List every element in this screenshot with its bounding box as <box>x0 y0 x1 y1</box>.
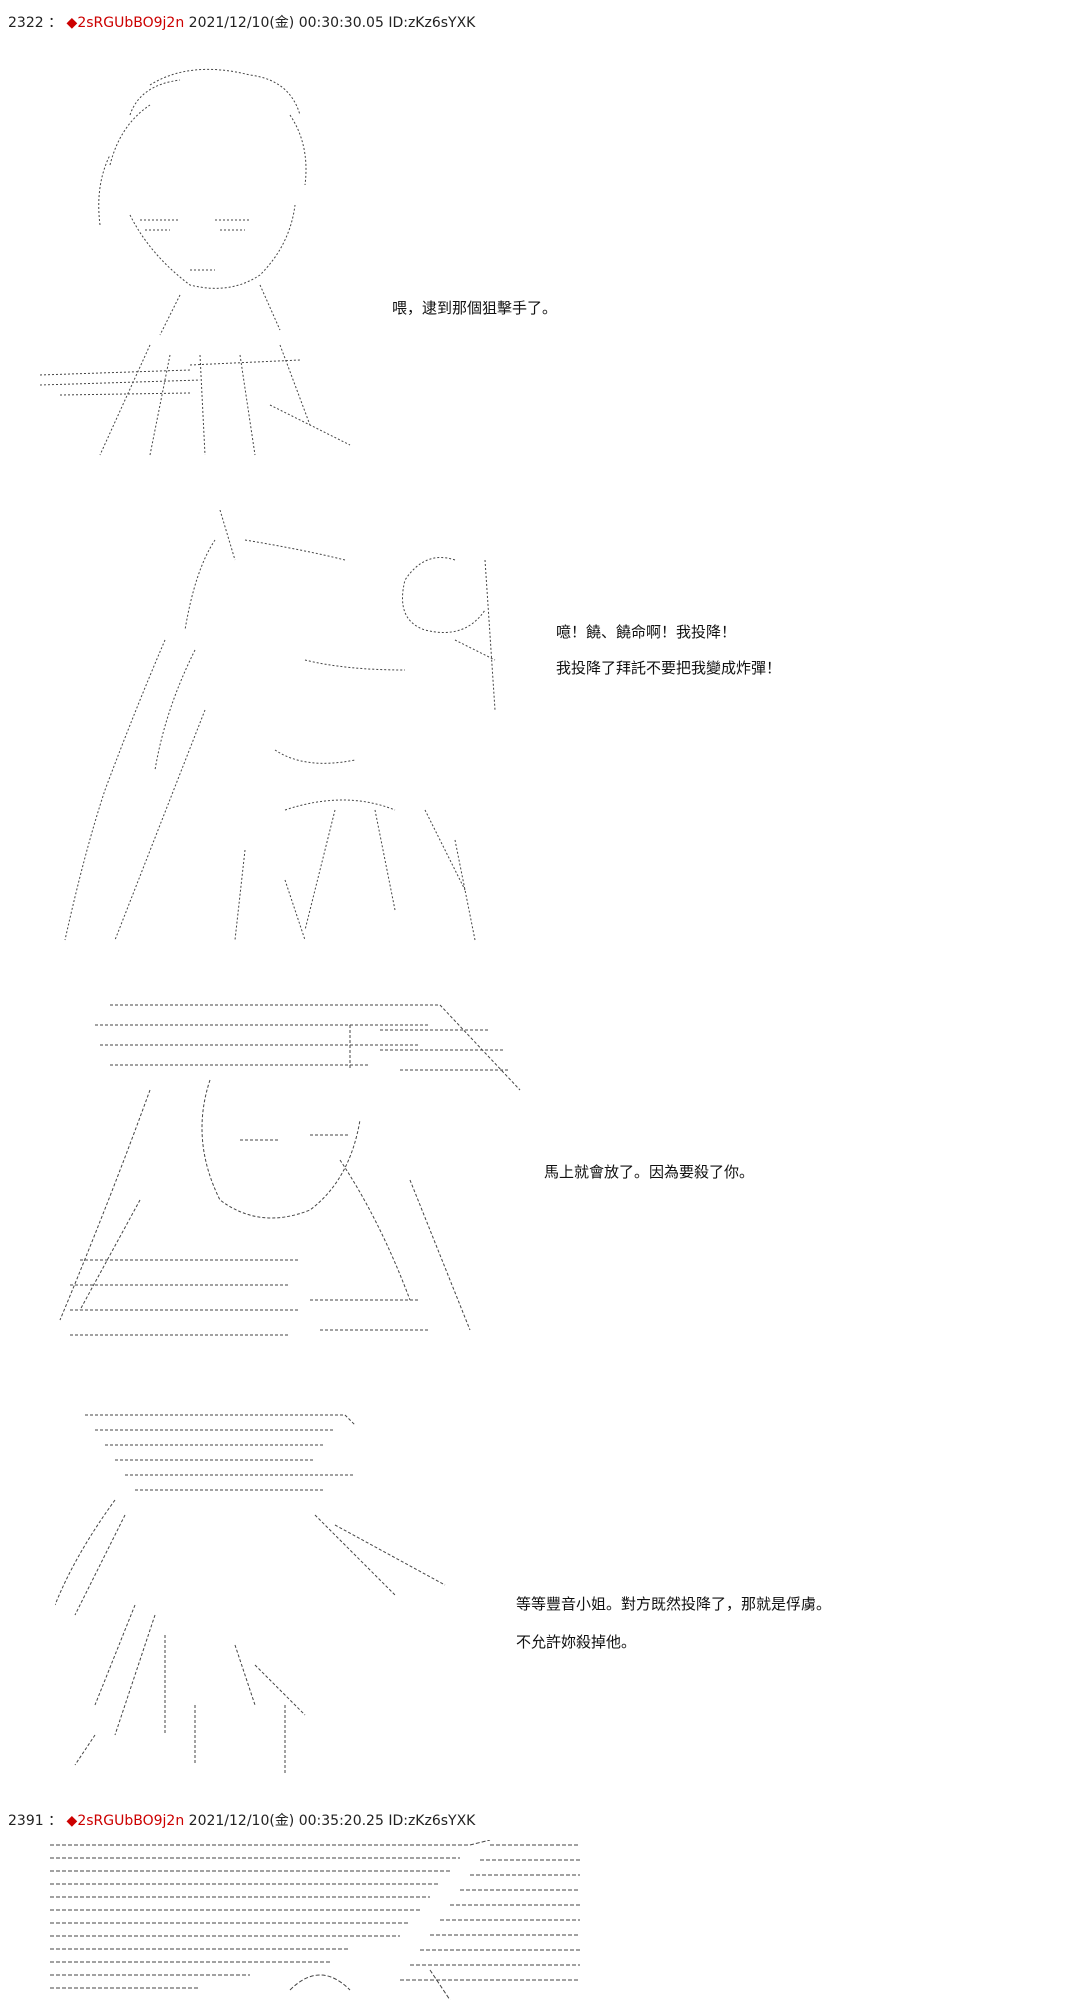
poster-name[interactable]: 2sRGUbBO9j2n <box>77 1813 185 1829</box>
post-header-2391: 2391 ： ◆2sRGUbBO9j2n 2021/12/10(金) 00:35… <box>8 1812 475 1830</box>
post-id[interactable]: ID:zKz6sYXK <box>388 15 476 31</box>
ascii-art-panel-5 <box>50 1840 590 2000</box>
post-number: 2391 <box>8 1813 44 1829</box>
ascii-art-panel-3 <box>50 1000 530 1360</box>
dialog-line: 噫！饒、饒命啊！我投降！ <box>556 623 737 641</box>
ascii-art-figure-hat-back <box>55 1414 446 1775</box>
dialog-line: 不允許妳殺掉他。 <box>516 1633 637 1651</box>
post-separator: ： <box>48 15 63 31</box>
ascii-art-panel-1 <box>40 55 400 465</box>
poster-name[interactable]: 2sRGUbBO9j2n <box>77 15 185 31</box>
post-date: 2021/12/10(金) 00:35:20.25 <box>188 1813 384 1829</box>
ascii-art-figure-partial <box>50 1840 580 2000</box>
ascii-art-figure-hooded-girl <box>59 1004 521 1336</box>
ascii-art-figure-sniper <box>40 68 351 456</box>
ascii-art-figure-surrender <box>64 510 496 941</box>
trip-diamond-icon: ◆ <box>66 1813 78 1829</box>
post-separator: ： <box>48 1813 63 1829</box>
ascii-art-panel-2 <box>45 510 525 950</box>
dialog-line: 我投降了拜託不要把我變成炸彈！ <box>556 659 782 677</box>
trip-diamond-icon: ◆ <box>66 15 78 31</box>
post-number: 2322 <box>8 15 44 31</box>
dialog-line: 馬上就會放了。因為要殺了你。 <box>544 1163 755 1181</box>
post-date: 2021/12/10(金) 00:30:30.05 <box>188 15 384 31</box>
post-header-2322: 2322 ： ◆2sRGUbBO9j2n 2021/12/10(金) 00:30… <box>8 14 475 32</box>
ascii-art-panel-4 <box>55 1405 455 1775</box>
dialog-line: 喂，逮到那個狙擊手了。 <box>392 299 558 317</box>
dialog-line: 等等豐音小姐。對方既然投降了，那就是俘虜。 <box>516 1595 832 1613</box>
post-id[interactable]: ID:zKz6sYXK <box>388 1813 476 1829</box>
